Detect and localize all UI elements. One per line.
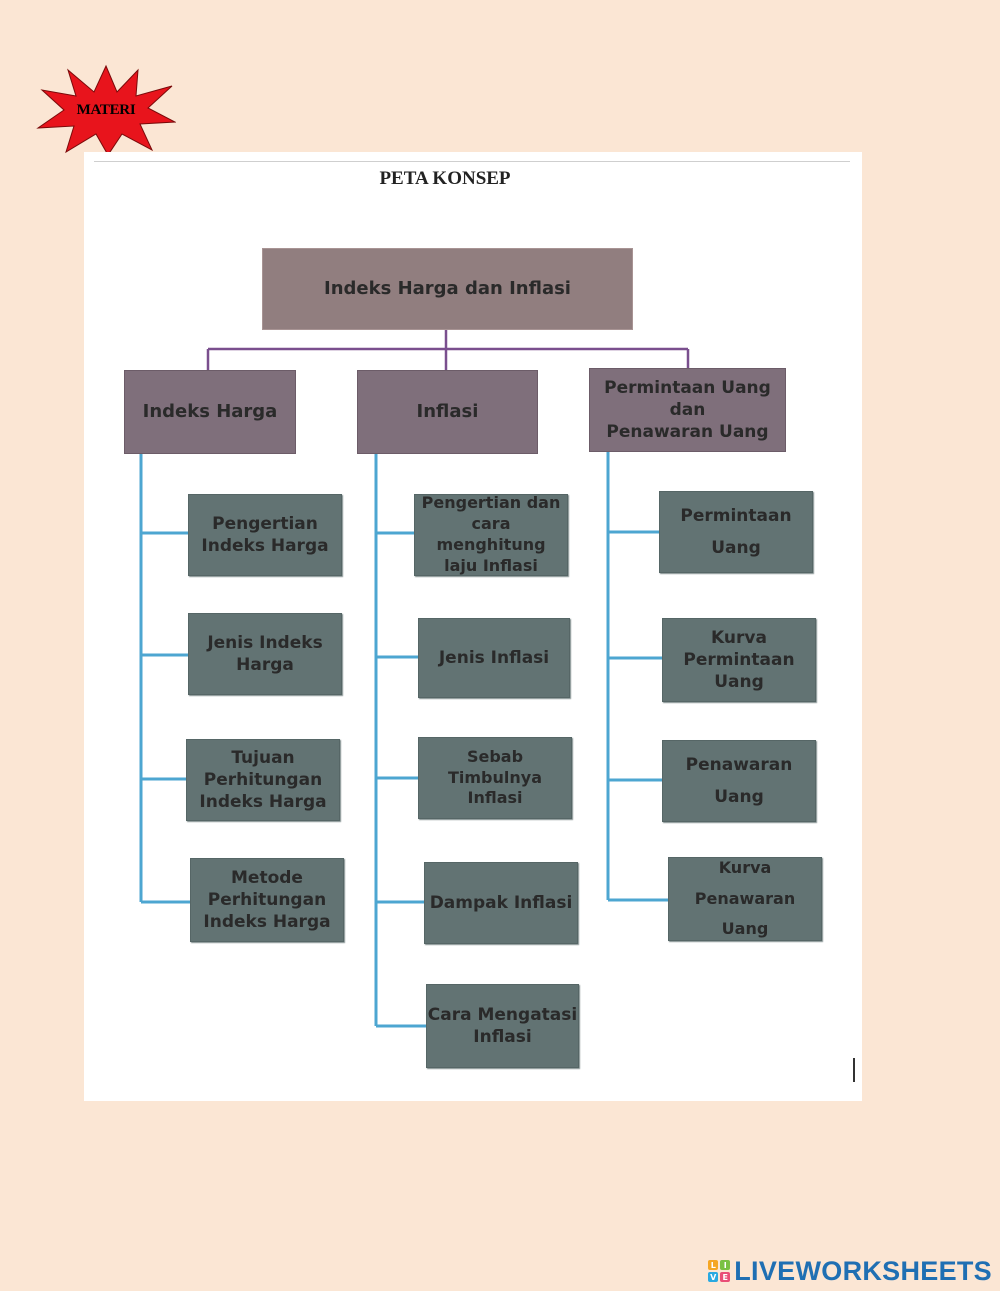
icon-letter: E — [720, 1272, 731, 1282]
leaf-node: Metode Perhitungan Indeks Harga — [190, 858, 344, 942]
icon-letter: V — [708, 1272, 719, 1282]
root-node-label: Indeks Harga dan Inflasi — [324, 278, 571, 300]
badge-label: MATERI — [76, 101, 136, 118]
brand-name: LIVEWORKSHEETS — [734, 1255, 992, 1286]
leaf-label: Pengertian dan cara menghitung laju Infl… — [421, 493, 561, 575]
leaf-label: Cara Mengatasi Inflasi — [427, 1004, 578, 1047]
leaf-label: Jenis Inflasi — [438, 647, 550, 668]
leaf-node: Jenis Inflasi — [418, 618, 570, 698]
leaf-node: Permintaan Uang — [659, 491, 813, 573]
leaf-node: Cara Mengatasi Inflasi — [426, 984, 579, 1068]
materi-badge: MATERI — [36, 64, 176, 156]
icon-letter: L — [708, 1260, 719, 1270]
root-node: Indeks Harga dan Inflasi — [262, 248, 633, 330]
leaf-label: Jenis Indeks Harga — [207, 632, 323, 675]
leaf-node: Sebab Timbulnya Inflasi — [418, 737, 572, 819]
category-label: Permintaan Uang dan Penawaran Uang — [604, 377, 771, 443]
concept-map-panel: PETA KONSEP Inde — [84, 152, 862, 1101]
icon-letter: I — [720, 1260, 731, 1270]
leaf-label: Pengertian Indeks Harga — [201, 513, 329, 556]
diagram-title: PETA KONSEP — [379, 168, 511, 189]
leaf-node: Kurva Permintaan Uang — [662, 618, 816, 702]
top-rule — [94, 161, 850, 162]
leaf-label: Sebab Timbulnya Inflasi — [447, 746, 542, 808]
leaf-node: Pengertian dan cara menghitung laju Infl… — [414, 493, 568, 576]
liveworksheets-icon: L I V E — [708, 1260, 731, 1282]
leaf-node: Penawaran Uang — [662, 740, 816, 822]
leaf-label: Dampak Inflasi — [429, 892, 573, 913]
leaf-label: Metode Perhitungan Indeks Harga — [203, 867, 331, 933]
leaf-node: Jenis Indeks Harga — [188, 613, 342, 695]
category-label: Inflasi — [416, 401, 479, 423]
connector-lines — [139, 330, 690, 1028]
leaf-node: Kurva Penawaran Uang — [668, 857, 822, 941]
leaf-node: Dampak Inflasi — [424, 862, 578, 944]
category-node-inflasi: Inflasi — [357, 370, 538, 454]
category-node-permintaan-penawaran: Permintaan Uang dan Penawaran Uang — [589, 368, 786, 452]
leaf-label: Tujuan Perhitungan Indeks Harga — [199, 747, 327, 813]
leaf-label: Kurva Penawaran Uang — [694, 858, 796, 939]
leaf-label: Permintaan Uang — [680, 505, 792, 558]
leaf-node: Tujuan Perhitungan Indeks Harga — [186, 739, 340, 821]
liveworksheets-logo: L I V E LIVEWORKSHEETS — [708, 1254, 992, 1288]
category-node-indeks-harga: Indeks Harga — [124, 370, 296, 454]
leaf-label: Penawaran Uang — [685, 754, 793, 807]
category-label: Indeks Harga — [142, 401, 278, 423]
text-cursor — [853, 1058, 855, 1082]
leaf-node: Pengertian Indeks Harga — [188, 494, 342, 576]
leaf-label: Kurva Permintaan Uang — [683, 627, 795, 693]
